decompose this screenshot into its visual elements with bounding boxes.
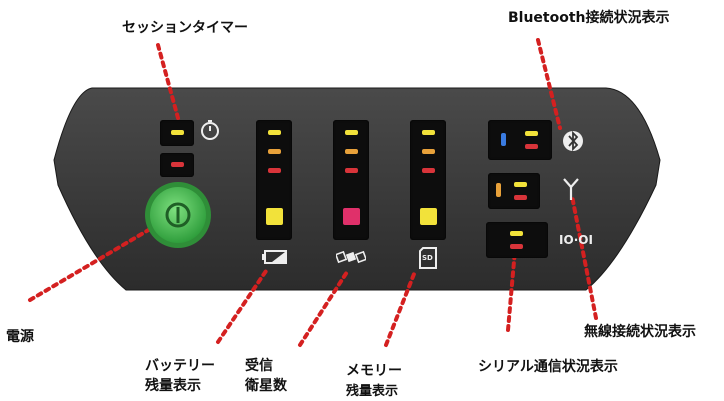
leader-power [28, 220, 164, 302]
label-memory-line1: メモリー [346, 363, 402, 379]
stopwatch-icon [199, 119, 221, 141]
satellite-icon [334, 249, 368, 265]
wireless-led-slot [488, 173, 540, 209]
session-timer-led-red [171, 162, 184, 167]
label-satellites-line1: 受信 [245, 358, 273, 374]
satellites-led-big [343, 208, 360, 225]
memory-led-3 [422, 168, 435, 173]
wireless-led-red [514, 195, 527, 200]
label-battery-line2: 残量表示 [145, 378, 201, 394]
satellites-led-3 [345, 168, 358, 173]
serial-io-icon: IO·OI [559, 233, 593, 247]
label-session-timer: セッションタイマー [122, 20, 248, 36]
label-power: 電源 [6, 329, 34, 345]
satellites-led-2 [345, 149, 358, 154]
bluetooth-led-yellow [525, 131, 538, 136]
leader-bluetooth [536, 38, 562, 130]
antenna-icon [559, 176, 583, 202]
label-satellites-line2: 衛星数 [245, 378, 287, 394]
session-timer-led-yellow [171, 130, 184, 135]
battery-led-2 [268, 149, 281, 154]
bluetooth-icon [562, 128, 584, 154]
leader-satellites [298, 270, 349, 347]
power-button[interactable] [145, 182, 211, 248]
serial-led-yellow [510, 231, 523, 236]
serial-led-red [510, 244, 523, 249]
power-icon [165, 202, 191, 228]
wireless-led-yellow [514, 182, 527, 187]
battery-led-1 [268, 130, 281, 135]
battery-icon [262, 249, 288, 265]
serial-led-slot [486, 222, 548, 258]
battery-led-3 [268, 168, 281, 173]
leader-wireless [570, 194, 598, 320]
label-memory-line2: 残量表示 [346, 384, 399, 399]
label-bluetooth: Bluetooth接続状況表示 [508, 10, 670, 26]
satellites-led-1 [345, 130, 358, 135]
bluetooth-led-slot [488, 120, 552, 160]
label-wireless: 無線接続状況表示 [584, 324, 696, 340]
battery-led-column [256, 120, 292, 240]
leader-serial [506, 248, 517, 332]
memory-led-big [420, 208, 437, 225]
wireless-led-orange [496, 183, 501, 197]
leader-battery [216, 266, 270, 344]
bluetooth-led-red [525, 144, 538, 149]
sd-card-icon: SD [418, 247, 438, 269]
battery-led-big [266, 208, 283, 225]
session-timer-led-slot-bottom [160, 153, 194, 177]
leader-memory [384, 272, 416, 347]
memory-led-2 [422, 149, 435, 154]
label-serial: シリアル通信状況表示 [478, 359, 618, 375]
session-timer-led-slot-top [160, 120, 194, 146]
bluetooth-led-blue [501, 133, 506, 146]
memory-led-column [410, 120, 446, 240]
label-battery-line1: バッテリー [145, 358, 215, 374]
memory-led-1 [422, 130, 435, 135]
leader-session-timer [156, 43, 180, 120]
satellites-led-column [333, 120, 369, 240]
